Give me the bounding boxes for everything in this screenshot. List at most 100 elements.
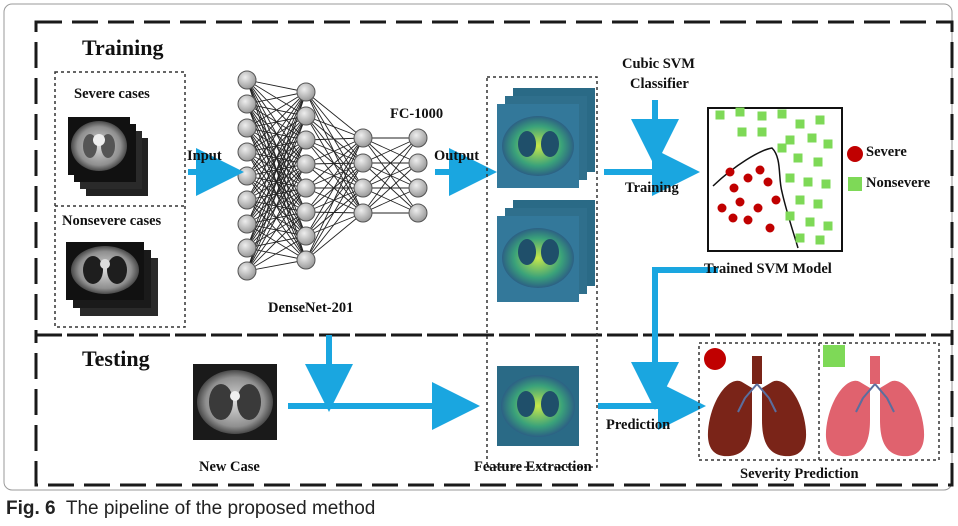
nn-node — [353, 178, 373, 198]
nn-node — [237, 166, 257, 186]
nn-connection — [362, 137, 419, 189]
nn-node — [353, 153, 373, 173]
nn-node — [296, 154, 316, 174]
svm-severe-point — [728, 213, 738, 223]
nn-connection — [305, 163, 364, 214]
nn-connection — [246, 139, 307, 272]
svm-severe-point — [735, 197, 745, 207]
nn-connection — [305, 187, 364, 214]
nn-connection — [362, 187, 419, 214]
nn-connection — [246, 91, 307, 129]
fc-label: FC-1000 — [390, 106, 444, 122]
svm-nonsevere-point — [821, 179, 831, 189]
feature-box — [486, 76, 598, 468]
new-case-ct — [193, 364, 277, 440]
svm-points — [715, 107, 833, 245]
nn-connection — [305, 115, 364, 139]
nn-node — [237, 190, 257, 210]
svm-nonsevere-point — [815, 235, 825, 245]
severe-ct-stack — [68, 117, 148, 196]
nn-node — [296, 202, 316, 222]
svm-severe-point — [771, 195, 781, 205]
feature-extraction-label: Feature Extraction — [474, 459, 592, 475]
svm-severe-point — [743, 173, 753, 183]
legend-severe-marker — [847, 146, 863, 162]
nn-connection — [305, 187, 364, 261]
severe-indicator — [704, 348, 726, 370]
svm-nonsevere-point — [757, 111, 767, 121]
nonsevere-cases-label: Nonsevere cases — [62, 213, 162, 229]
nn-node — [237, 70, 257, 90]
nn-connection — [305, 139, 364, 214]
nn-connection — [246, 91, 307, 225]
training-arrow-label: Training — [625, 180, 679, 196]
classifier-label-2: Classifier — [630, 76, 689, 92]
testing-heading: Testing — [82, 346, 150, 371]
nn-connection — [246, 163, 307, 272]
svm-nonsevere-point — [777, 109, 787, 119]
nn-connection — [246, 91, 307, 177]
nn-connection — [305, 137, 364, 165]
nn-connection — [246, 235, 307, 272]
svm-severe-point — [743, 215, 753, 225]
figure-caption-text: The pipeline of the proposed method — [65, 498, 376, 519]
svm-nonsevere-point — [823, 221, 833, 231]
trained-model-label: Trained SVM Model — [704, 261, 832, 277]
nn-node — [237, 118, 257, 138]
nn-connection — [246, 91, 307, 105]
svm-nonsevere-point — [807, 133, 817, 143]
nn-node — [353, 203, 373, 223]
svm-severe-point — [755, 165, 765, 175]
svm-nonsevere-point — [803, 177, 813, 187]
nn-connection — [246, 187, 307, 272]
nn-connection — [305, 137, 364, 261]
training-heading: Training — [82, 35, 164, 60]
legend-severe-label: Severe — [866, 144, 907, 160]
nn-connection — [246, 91, 307, 249]
new-case-label: New Case — [199, 459, 260, 475]
nn-connection — [305, 91, 364, 164]
svm-nonsevere-point — [715, 110, 725, 120]
nn-node — [353, 128, 373, 148]
trained-model-arrow — [631, 267, 718, 410]
nn-node — [296, 106, 316, 126]
nn-connection — [305, 212, 364, 261]
legend-nonsevere-marker — [848, 177, 862, 191]
nn-node — [237, 94, 257, 114]
nn-connection — [305, 137, 364, 141]
severity-prediction-label: Severity Prediction — [740, 466, 859, 482]
svm-severe-point — [753, 203, 763, 213]
svm-nonsevere-point — [793, 153, 803, 163]
svm-nonsevere-point — [785, 173, 795, 183]
svm-severe-point — [717, 203, 727, 213]
svm-nonsevere-point — [815, 115, 825, 125]
svm-nonsevere-point — [795, 195, 805, 205]
nn-node — [296, 250, 316, 270]
svm-severe-point — [725, 167, 735, 177]
nn-node — [237, 238, 257, 258]
nn-node — [408, 178, 428, 198]
figure-number: Fig. 6 — [6, 498, 56, 519]
svm-severe-point — [763, 177, 773, 187]
densenet-network — [237, 70, 428, 281]
nn-connection — [246, 91, 307, 153]
svm-nonsevere-point — [757, 127, 767, 137]
nonsevere-indicator — [823, 345, 845, 367]
nn-connection — [362, 137, 419, 164]
svm-nonsevere-point — [785, 211, 795, 221]
legend-nonsevere-label: Nonsevere — [866, 175, 931, 191]
nn-connection — [362, 137, 419, 214]
nn-connection — [305, 163, 364, 189]
nn-connection — [246, 91, 307, 272]
nn-node — [296, 178, 316, 198]
feature-stack-nonsevere — [497, 200, 595, 302]
training-region — [34, 20, 954, 337]
severe-cases-label: Severe cases — [74, 86, 150, 102]
svm-nonsevere-point — [737, 127, 747, 137]
svm-severe-point — [729, 183, 739, 193]
nn-node — [237, 214, 257, 234]
svm-nonsevere-point — [805, 217, 815, 227]
nn-node — [296, 82, 316, 102]
prediction-label: Prediction — [606, 417, 671, 433]
